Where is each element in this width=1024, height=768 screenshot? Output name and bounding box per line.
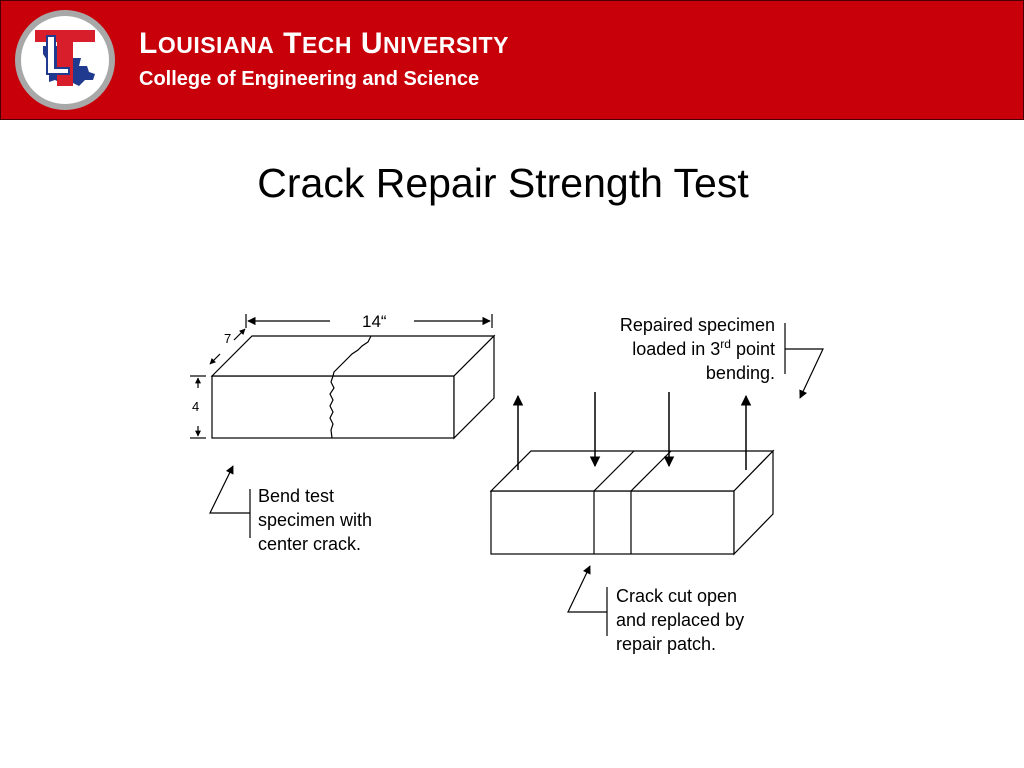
loading-label: Repaired specimen loaded in 3rd point be… [619, 315, 775, 383]
dimension-width [209, 328, 246, 365]
dimension-height [190, 375, 206, 439]
repaired-specimen-block [489, 449, 775, 556]
college-name: College of Engineering and Science [139, 68, 480, 90]
slide-title: Crack Repair Strength Test [257, 160, 749, 206]
repair-patch-label: Crack cut open and replaced by repair pa… [616, 586, 745, 654]
university-name: LOUISIANA TECH UNIVERSITY [139, 27, 509, 60]
dimension-width-label: 7 [224, 331, 232, 346]
cracked-specimen-block [210, 334, 496, 440]
bend-specimen-label: Bend test specimen with center crack. [258, 486, 373, 554]
louisiana-tech-logo [15, 10, 115, 110]
header-banner: LOUISIANA TECH UNIVERSITY College of Eng… [0, 0, 1024, 120]
dimension-length [245, 314, 493, 328]
dimension-length-label: 14“ [362, 312, 387, 331]
dimension-height-label: 4 [192, 399, 200, 414]
center-crack-face [329, 375, 335, 439]
center-crack-top [332, 335, 372, 377]
